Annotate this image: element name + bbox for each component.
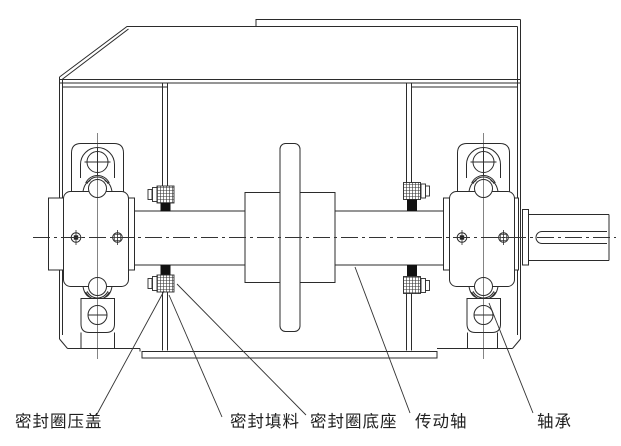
label-seal-gland-cover: 密封圈压盖 bbox=[15, 412, 103, 431]
housing-top-tab bbox=[255, 19, 521, 27]
label-seal-base: 密封圈底座 bbox=[310, 412, 398, 431]
seal-assembly-right bbox=[403, 182, 430, 294]
leader-drive-shaft bbox=[354, 266, 411, 414]
leader-seal-packing bbox=[168, 294, 223, 418]
leader-seal-gland-cover bbox=[95, 290, 165, 417]
packing-bottom bbox=[407, 265, 417, 276]
bearing-left-inner-flange bbox=[128, 197, 135, 271]
left-pedestal-foot bbox=[67, 332, 141, 352]
bearing-right bbox=[443, 143, 519, 333]
housing-box bbox=[59, 19, 521, 359]
packing-top bbox=[407, 199, 417, 211]
gland-bolt-bottom bbox=[156, 274, 175, 293]
left-wall-chamfer bbox=[59, 338, 68, 349]
packing-bottom bbox=[160, 265, 171, 275]
bearing-left-outer-flange bbox=[48, 197, 64, 271]
centerlines bbox=[33, 133, 616, 359]
shaft-keyway bbox=[535, 231, 607, 244]
bearing-left bbox=[48, 143, 135, 333]
packing-top bbox=[160, 203, 171, 212]
gland-bolt-top bbox=[156, 185, 175, 204]
label-bearing: 轴承 bbox=[537, 412, 572, 431]
right-pedestal-foot bbox=[437, 332, 513, 349]
leader-bearing bbox=[488, 302, 534, 414]
gland-bolt-top bbox=[403, 182, 421, 200]
base-plate bbox=[141, 351, 438, 359]
seal-assembly-left bbox=[147, 185, 175, 293]
label-seal-packing: 密封填料 bbox=[230, 412, 300, 431]
right-wall-chamfer bbox=[512, 338, 521, 349]
leader-lines bbox=[95, 266, 534, 418]
right-inner-wall bbox=[406, 83, 412, 351]
part-labels: 密封圈压盖 密封填料 密封圈底座 传动轴 轴承 bbox=[15, 412, 572, 431]
housing-roof bbox=[59, 26, 518, 78]
gland-bolt-bottom bbox=[403, 276, 421, 294]
housing-top-band bbox=[59, 79, 521, 84]
leader-seal-base bbox=[176, 283, 307, 416]
left-inner-wall bbox=[162, 83, 168, 351]
label-drive-shaft: 传动轴 bbox=[415, 412, 468, 431]
